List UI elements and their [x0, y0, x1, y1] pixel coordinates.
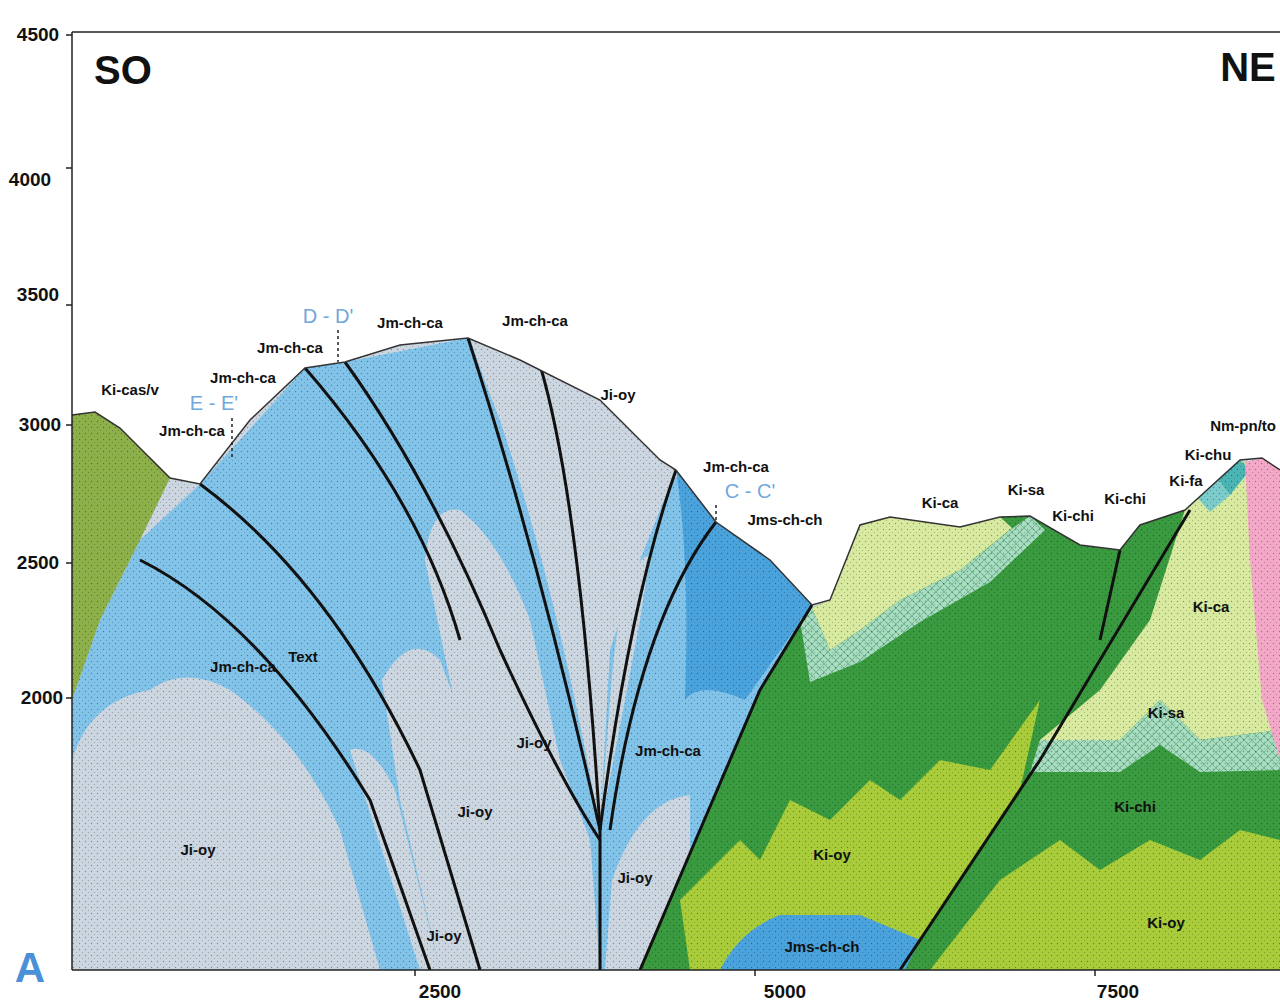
unit-label: Ji-oy [180, 842, 215, 859]
unit-label: Ki-chi [1052, 508, 1094, 525]
unit-label: Jm-ch-ca [377, 315, 443, 332]
unit-label: Ji-oy [457, 804, 492, 821]
axis-value: 2500 [17, 553, 59, 574]
unit-label: Ki-chu [1185, 447, 1232, 464]
unit-label: Text [288, 649, 318, 666]
unit-label: Ji-oy [426, 928, 461, 945]
orientation-label: SO [94, 48, 152, 92]
unit-label: Ki-chi [1104, 491, 1146, 508]
unit-label: Ki-cas/v [101, 382, 159, 399]
axis-value: 2500 [419, 982, 461, 1003]
unit-label: Nm-pn/to [1210, 418, 1276, 435]
axis-value: 4500 [17, 25, 59, 46]
unit-label: Jm-ch-ca [257, 340, 323, 357]
section-marker: C - C' [725, 480, 775, 502]
unit-label: Ji-oy [516, 735, 551, 752]
unit-label: Jm-ch-ca [159, 423, 225, 440]
axis-value: 2000 [21, 688, 63, 709]
unit-label: Ki-ca [922, 495, 959, 512]
unit-label: Ki-oy [1147, 915, 1185, 932]
unit-label: Ki-fa [1169, 473, 1202, 490]
axis-value: 5000 [764, 982, 806, 1003]
unit-label: Ki-ca [1193, 599, 1230, 616]
unit-label: Jm-ch-ca [635, 743, 701, 760]
axes [66, 32, 1280, 976]
axis-value: 7500 [1097, 982, 1139, 1003]
orientation-label: NE [1220, 45, 1276, 89]
unit-label: Jm-ch-ca [210, 659, 276, 676]
unit-label: Jms-ch-ch [784, 939, 859, 956]
section-marker: E - E' [190, 392, 238, 414]
axis-value: 3500 [17, 285, 59, 306]
panel-letter: A [15, 945, 45, 991]
unit-label: Ki-chi [1114, 799, 1156, 816]
unit-label: Ki-sa [1148, 705, 1185, 722]
unit-label: Jm-ch-ca [210, 370, 276, 387]
unit-label: Jms-ch-ch [747, 512, 822, 529]
unit-label: Ji-oy [600, 387, 635, 404]
unit-label: Ki-sa [1008, 482, 1045, 499]
section-tick [232, 330, 716, 522]
axis-value: 4000 [9, 170, 51, 191]
unit-label: Ki-oy [813, 847, 851, 864]
section-marker: D - D' [303, 305, 353, 327]
unit-label: Jm-ch-ca [703, 459, 769, 476]
unit-label: Ji-oy [617, 870, 652, 887]
geology [72, 300, 1280, 970]
unit-label: Jm-ch-ca [502, 313, 568, 330]
axis-value: 3000 [19, 415, 61, 436]
